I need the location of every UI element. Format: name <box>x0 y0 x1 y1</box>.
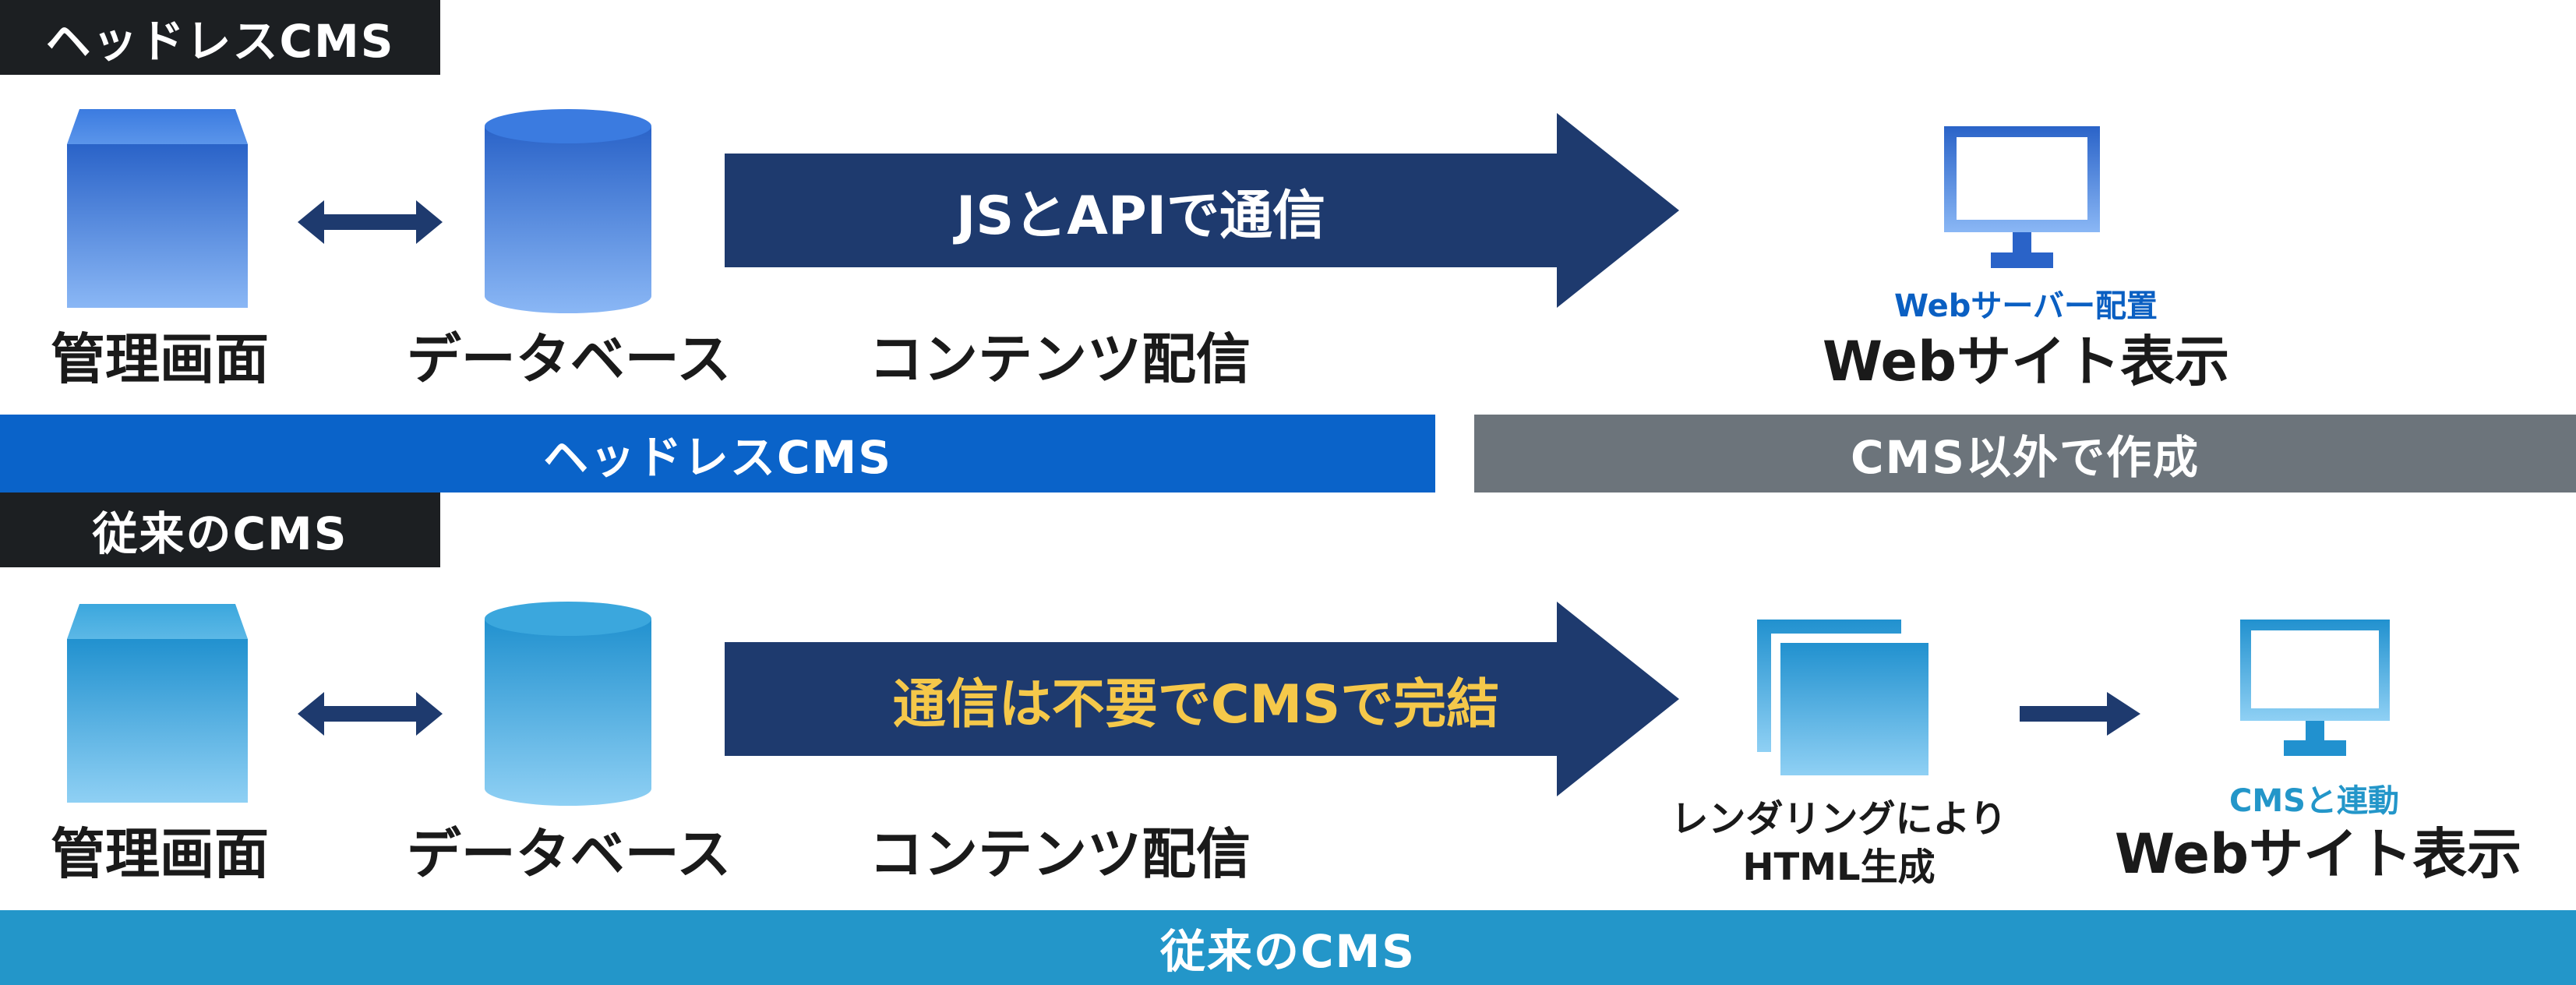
delivery-label: コンテンツ配信 <box>869 327 1251 391</box>
database-icon <box>485 602 651 806</box>
box-icon <box>67 604 248 803</box>
right-arrow-icon <box>2020 692 2140 736</box>
delivery-label: コンテンツ配信 <box>869 822 1251 886</box>
pages-icon <box>1757 620 1928 775</box>
big-arrow-traditional <box>725 602 1679 796</box>
section-tab-headless: ヘッドレスCMS <box>0 0 440 75</box>
server-note: Webサーバー配置 <box>1893 288 2158 324</box>
website-label-headless: Webサイト表示 <box>1822 330 2230 394</box>
section-tab-traditional: 従来のCMS <box>0 492 440 567</box>
database-label: データベース <box>406 327 732 391</box>
big-arrow-headless <box>725 113 1679 308</box>
link-note: CMSと連動 <box>2229 783 2399 819</box>
render-line1: レンダリングにより <box>1671 797 2007 841</box>
arrow-text-traditional: 通信は不要でCMSで完結 <box>892 673 1500 736</box>
double-arrow-icon <box>298 200 443 244</box>
database-icon <box>485 109 651 313</box>
admin-label: 管理画面 <box>51 822 269 886</box>
double-arrow-icon <box>298 692 443 736</box>
box-icon <box>67 109 248 308</box>
website-label-traditional: Webサイト表示 <box>2114 822 2522 886</box>
non-cms-bar: CMS以外で作成 <box>1474 415 2576 492</box>
admin-label: 管理画面 <box>51 327 269 391</box>
database-label: データベース <box>406 822 732 886</box>
arrow-text-headless: JSとAPIで通信 <box>955 185 1326 247</box>
traditional-bar: 従来のCMS <box>0 910 2576 985</box>
render-line2: HTML生成 <box>1742 846 1936 889</box>
monitor-icon <box>1944 126 2100 268</box>
headless-bar: ヘッドレスCMS <box>0 415 1435 492</box>
monitor-icon <box>2240 620 2390 756</box>
